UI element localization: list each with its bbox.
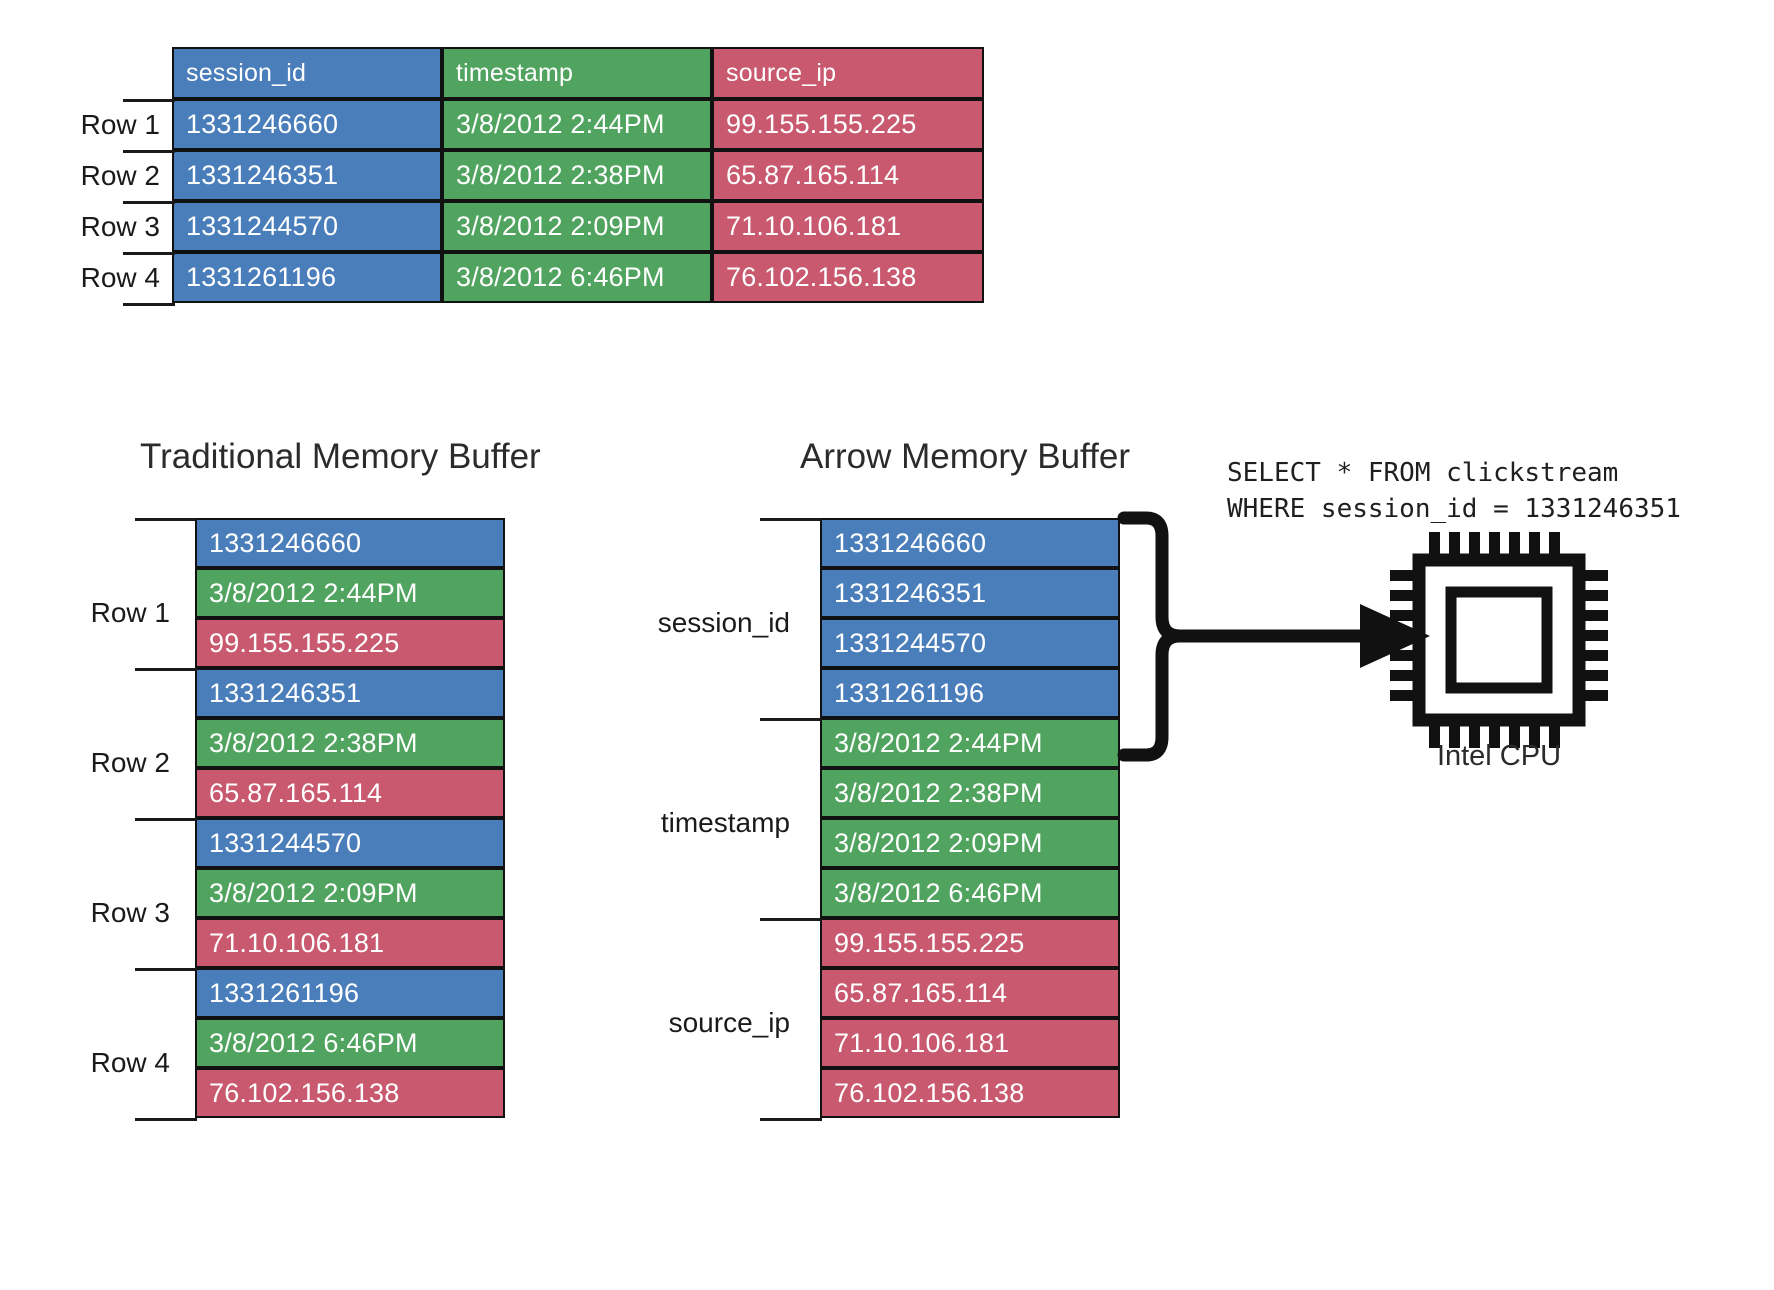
table-cell: 3/8/2012 2:38PM [442, 150, 712, 201]
traditional-buffer-title: Traditional Memory Buffer [140, 437, 541, 476]
buffer-cell: 1331246660 [195, 518, 505, 568]
buffer-cell: 1331244570 [820, 618, 1120, 668]
table-cell: 65.87.165.114 [712, 150, 984, 201]
buffer-group-tick [760, 918, 822, 921]
arrow-column-label-timestamp: timestamp [660, 807, 790, 838]
sql-query-line-2: WHERE session_id = 1331246351 [1227, 494, 1681, 524]
buffer-cell: 3/8/2012 2:44PM [195, 568, 505, 618]
buffer-cell: 1331244570 [195, 818, 505, 868]
buffer-cell: 99.155.155.225 [195, 618, 505, 668]
row-tick [123, 201, 175, 204]
cpu-label: Intel CPU [1436, 740, 1562, 772]
buffer-group-tick [135, 518, 197, 521]
table-cell: 3/8/2012 2:09PM [442, 201, 712, 252]
buffer-cell: 1331246351 [195, 668, 505, 718]
table-cell: 1331246351 [172, 150, 442, 201]
buffer-row-label: Row 1 [90, 597, 170, 628]
buffer-cell: 1331246351 [820, 568, 1120, 618]
buffer-cell: 3/8/2012 6:46PM [820, 868, 1120, 918]
buffer-cell: 76.102.156.138 [195, 1068, 505, 1118]
table-row-label: Row 3 [80, 211, 160, 242]
row-tick [123, 150, 175, 153]
buffer-group-tick [135, 668, 197, 671]
buffer-cell: 3/8/2012 6:46PM [195, 1018, 505, 1068]
table-header-session-id: session_id [172, 47, 442, 99]
table-cell: 3/8/2012 6:46PM [442, 252, 712, 303]
table-cell: 99.155.155.225 [712, 99, 984, 150]
buffer-group-tick [135, 818, 197, 821]
data-flow-arrow [1180, 604, 1430, 668]
buffer-cell: 3/8/2012 2:38PM [195, 718, 505, 768]
row-tick [123, 303, 175, 306]
buffer-cell: 65.87.165.114 [195, 768, 505, 818]
buffer-cell: 3/8/2012 2:38PM [820, 768, 1120, 818]
table-row-label: Row 4 [80, 262, 160, 293]
sql-query-line-1: SELECT * FROM clickstream [1227, 458, 1619, 488]
table-row-label: Row 1 [80, 109, 160, 140]
buffer-row-label: Row 4 [90, 1047, 170, 1078]
table-cell: 1331246660 [172, 99, 442, 150]
buffer-cell: 65.87.165.114 [820, 968, 1120, 1018]
buffer-cell: 3/8/2012 2:44PM [820, 718, 1120, 768]
arrow-column-label-source-ip: source_ip [668, 1007, 790, 1038]
buffer-group-tick [135, 1118, 197, 1121]
buffer-cell: 1331261196 [195, 968, 505, 1018]
table-header-source-ip: source_ip [712, 47, 984, 99]
table-cell: 1331261196 [172, 252, 442, 303]
session-id-brace [1117, 511, 1187, 762]
buffer-cell: 99.155.155.225 [820, 918, 1120, 968]
buffer-cell: 71.10.106.181 [820, 1018, 1120, 1068]
buffer-row-label: Row 2 [90, 747, 170, 778]
buffer-group-tick [760, 718, 822, 721]
buffer-cell: 71.10.106.181 [195, 918, 505, 968]
buffer-cell: 3/8/2012 2:09PM [820, 818, 1120, 868]
row-tick [123, 252, 175, 255]
table-cell: 76.102.156.138 [712, 252, 984, 303]
table-cell: 3/8/2012 2:44PM [442, 99, 712, 150]
buffer-group-tick [760, 518, 822, 521]
cpu-icon [1390, 532, 1608, 748]
table-row-label: Row 2 [80, 160, 160, 191]
buffer-cell: 1331261196 [820, 668, 1120, 718]
arrow-buffer-title: Arrow Memory Buffer [800, 437, 1130, 476]
buffer-cell: 1331246660 [820, 518, 1120, 568]
buffer-cell: 76.102.156.138 [820, 1068, 1120, 1118]
arrow-column-label-session-id: session_id [657, 607, 790, 638]
table-header-timestamp: timestamp [442, 47, 712, 99]
buffer-row-label: Row 3 [90, 897, 170, 928]
buffer-cell: 3/8/2012 2:09PM [195, 868, 505, 918]
buffer-group-tick [135, 968, 197, 971]
table-cell: 71.10.106.181 [712, 201, 984, 252]
row-tick [123, 99, 175, 102]
buffer-group-tick [760, 1118, 822, 1121]
table-cell: 1331244570 [172, 201, 442, 252]
